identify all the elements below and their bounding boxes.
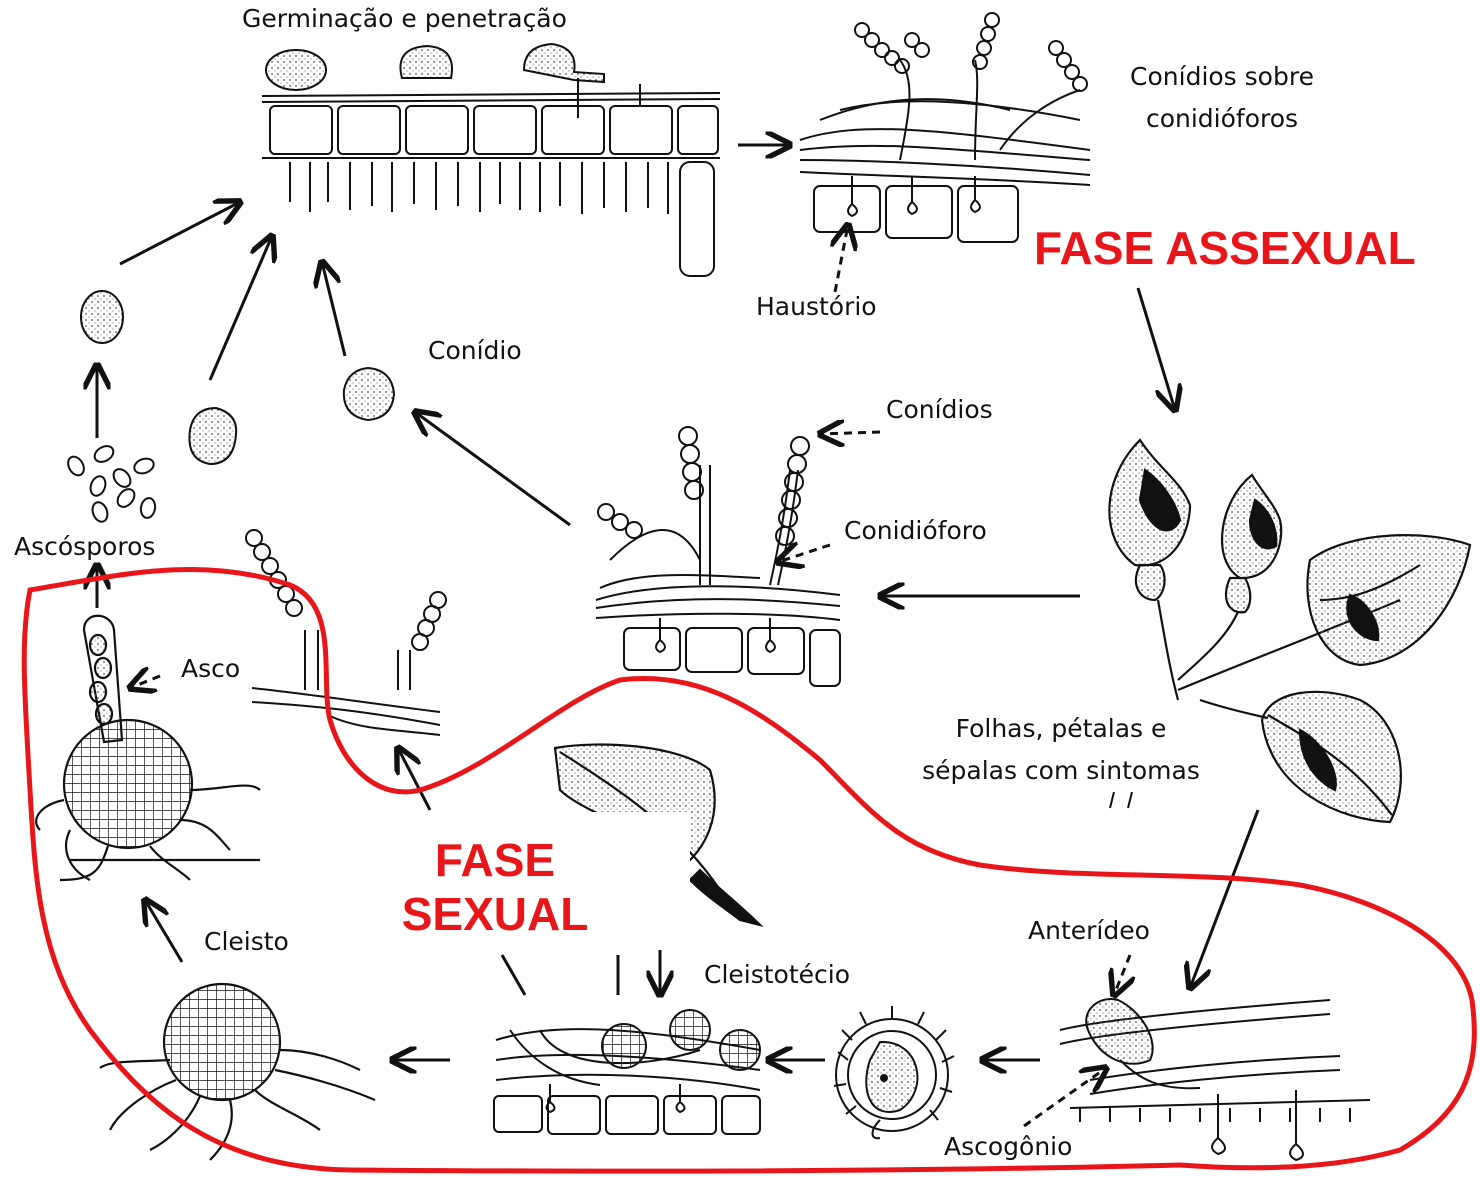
haustorium-label: Haustório (756, 292, 877, 322)
conidium-label: Conídio (428, 336, 522, 366)
conidia-on-conidiophores-illustration (800, 13, 1090, 242)
asexual-phase-title: FASE ASSEXUAL (1034, 224, 1416, 272)
arrow-ascospore-to-germination (120, 202, 240, 264)
conidiophore-illustration (596, 427, 840, 686)
antheridium-label: Anterídeo (1028, 916, 1150, 946)
conidia-on-conidiophores-label-line1: Conídios sobre (1100, 62, 1344, 92)
arrow-conidium-to-germination (322, 262, 345, 356)
arrow-to-symptoms (1138, 288, 1175, 410)
germination-illustration (262, 44, 720, 276)
antheridium-illustration (1060, 999, 1370, 1160)
arrow-cleisto-to-asco (145, 900, 182, 962)
symptoms-label-line2: sépalas com sintomas (876, 756, 1246, 786)
sexual-phase-title-line1: FASE (390, 836, 600, 884)
arrow-to-conidium (415, 412, 570, 525)
cleistothecium-illustration (494, 1010, 760, 1134)
inset-conidiophore (246, 530, 446, 735)
arrow-symptoms-to-antheridium (1190, 810, 1258, 988)
ascospores-drawing (65, 443, 157, 524)
ascospores-label: Ascósporos (14, 532, 155, 562)
spore-drawing (189, 408, 236, 464)
symptoms-label-line1: Folhas, pétalas e (896, 714, 1226, 744)
conidia-on-conidiophores-label-line2: conidióforos (1100, 104, 1344, 134)
slash-marks (1110, 792, 1132, 808)
ascogonium-label: Ascogônio (944, 1132, 1072, 1162)
conidia-pointer (820, 432, 880, 434)
asco-pointer (130, 676, 160, 688)
arrow-inset (398, 748, 430, 810)
antheridium-pointer (1114, 955, 1130, 995)
ascospore-drawing (81, 291, 123, 343)
cleistothecium-label: Cleistotécio (704, 960, 850, 990)
sexual-phase-title-line2: SEXUAL (390, 890, 600, 938)
cleisto-illustration (100, 984, 375, 1160)
conidia-label: Conídios (886, 395, 993, 425)
tick-mark-1 (502, 955, 525, 995)
conidiophore-label: Conidióforo (844, 516, 987, 546)
conidium-drawing (344, 368, 394, 420)
arrow-spore-to-germination (210, 236, 272, 380)
cleisto-label: Cleisto (204, 927, 289, 957)
young-cleistothecium-illustration (834, 1006, 954, 1138)
ascus-label: Asco (181, 654, 240, 684)
haustorium-pointer (835, 225, 848, 292)
germination-label: Germinação e penetração (242, 4, 567, 34)
ascogonium-pointer (1024, 1068, 1106, 1126)
